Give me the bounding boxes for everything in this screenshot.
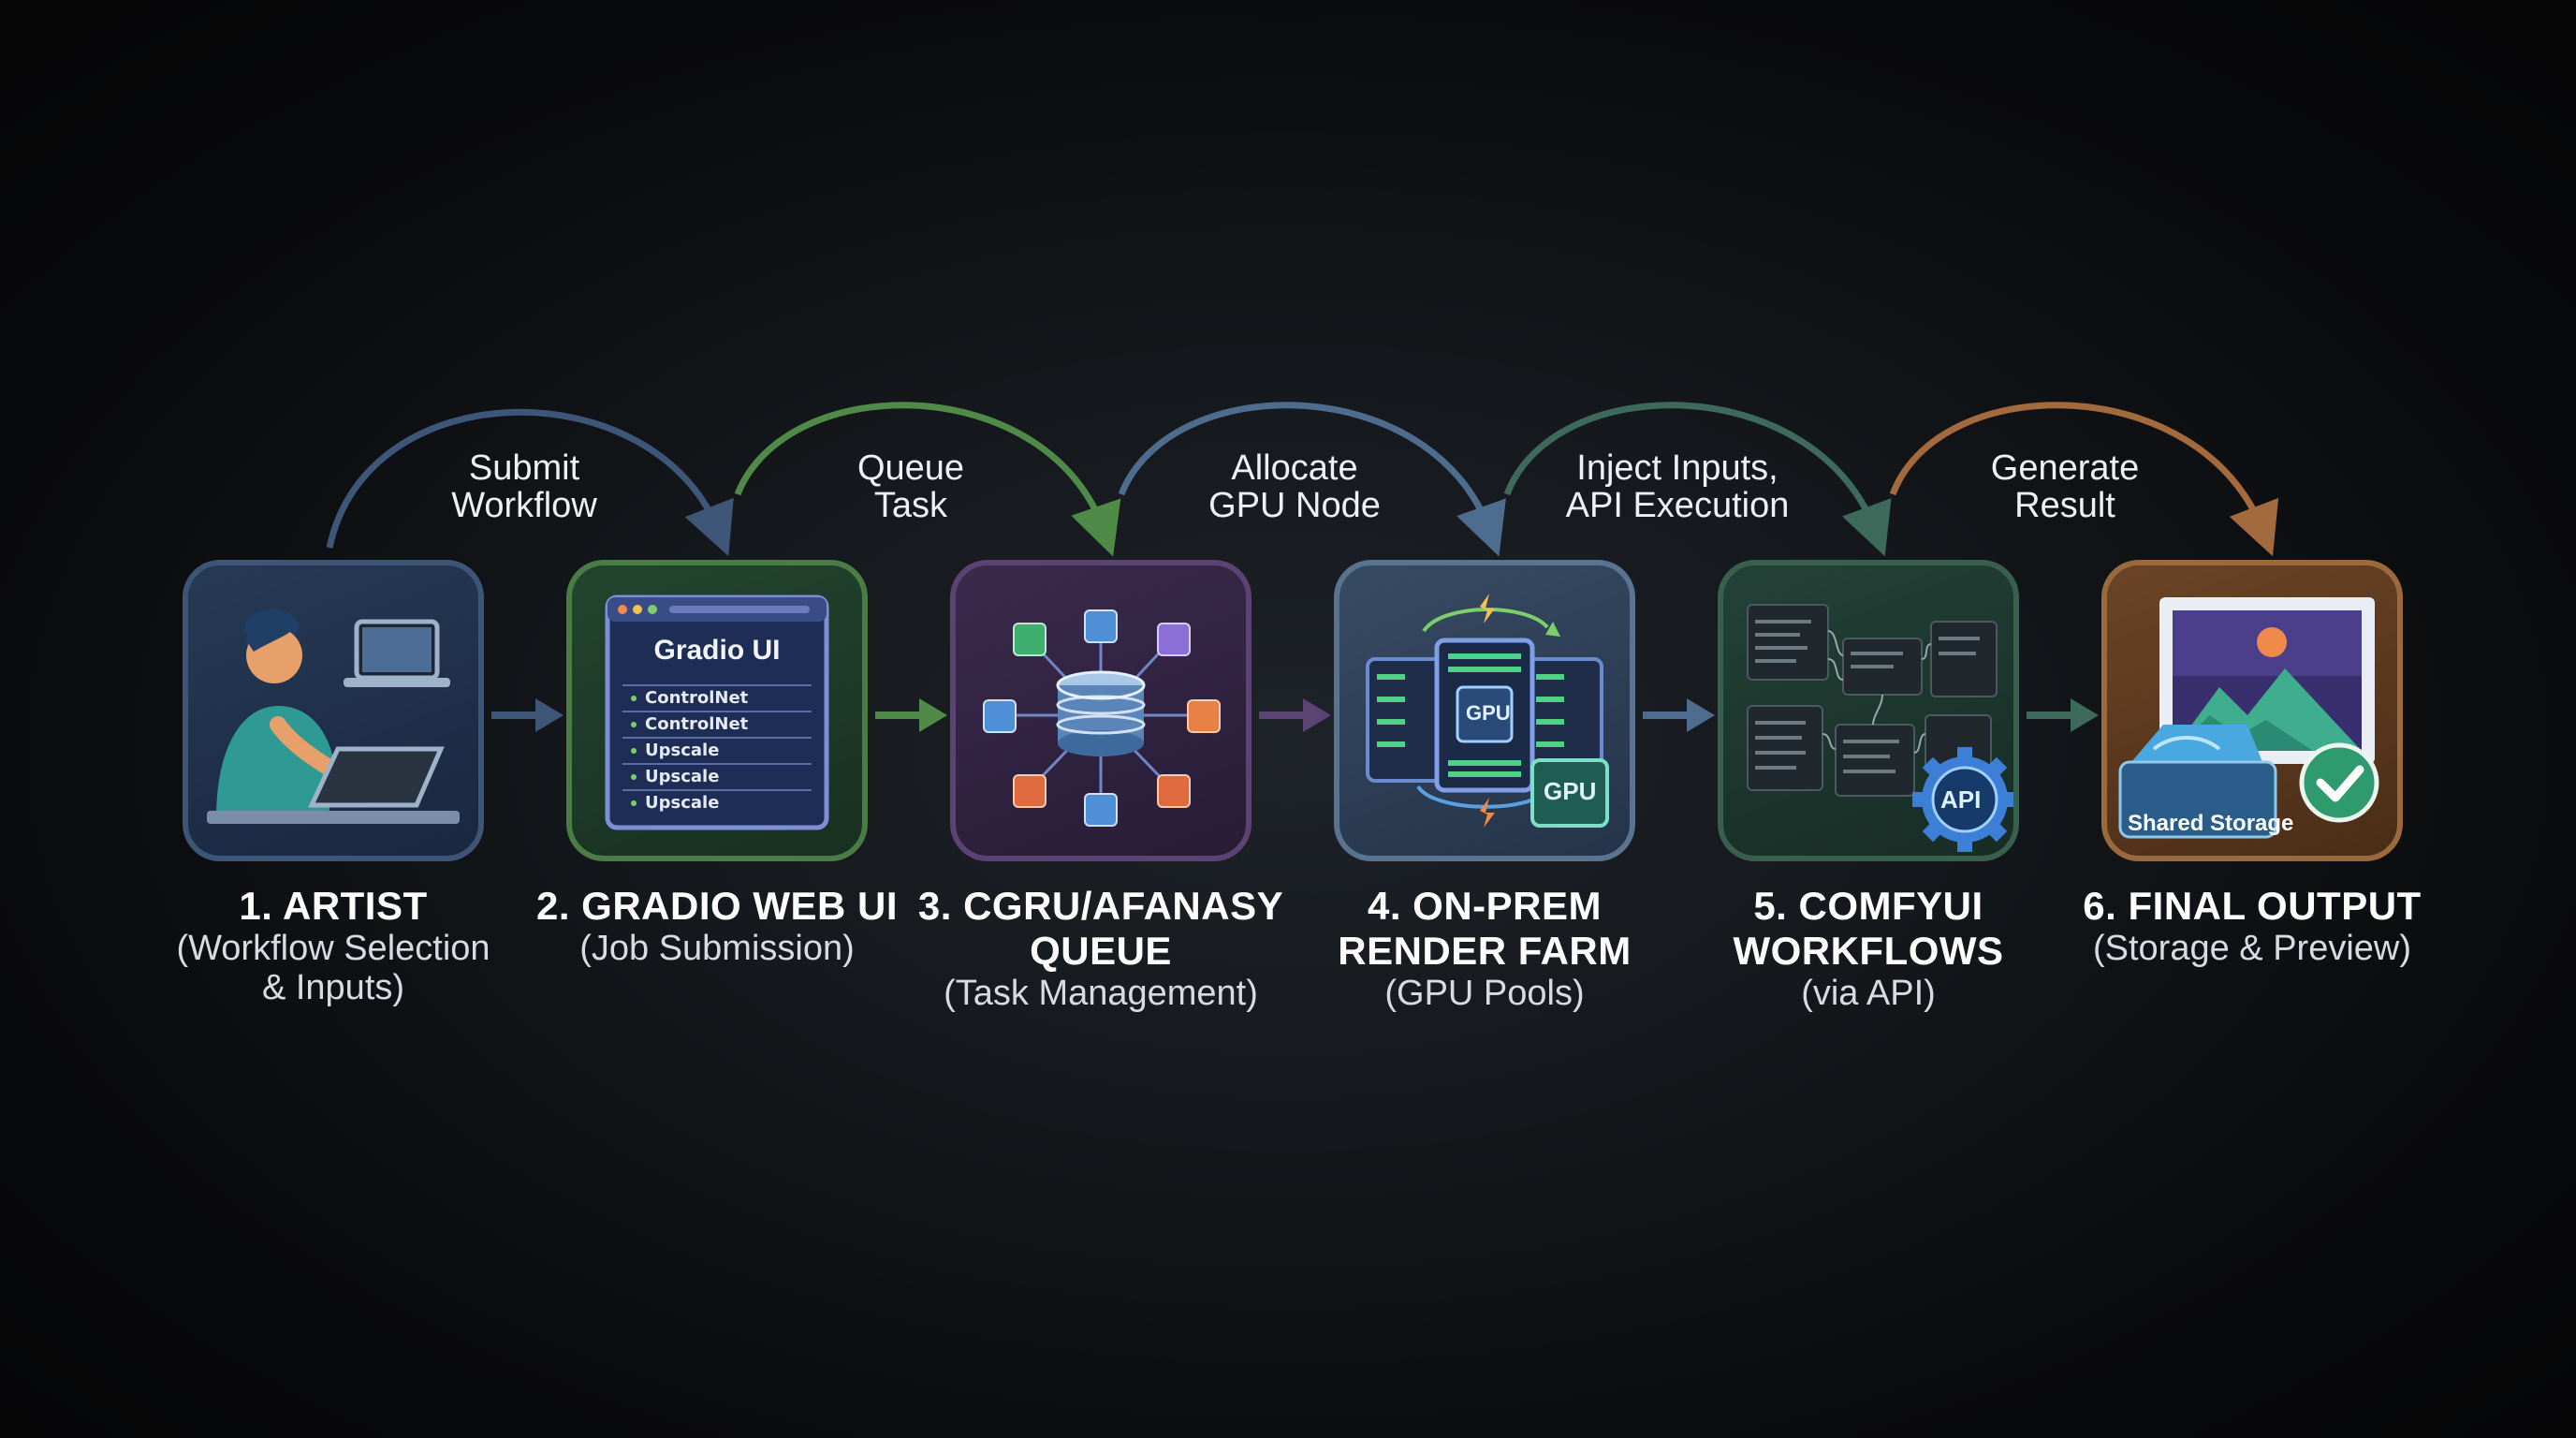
label-inject-inputs: Inject Inputs, API Execution	[1528, 449, 1827, 524]
gradio-option: Upscale	[645, 793, 719, 813]
stage-caption-final-output: 6. FINAL OUTPUT (Storage & Preview)	[2065, 884, 2439, 968]
stage-title: 4. ON-PREM RENDER FARM	[1297, 884, 1672, 974]
artist-tile	[183, 560, 484, 861]
label-submit-workflow: Submit Workflow	[374, 449, 674, 524]
stage-subtitle: (via API)	[1681, 974, 2056, 1013]
stage-caption-comfyui: 5. COMFYUI WORKFLOWS (via API)	[1681, 884, 2056, 1013]
final-output-tile: Shared Storage	[2101, 560, 2403, 861]
gpu-chip-label: GPU	[1466, 701, 1511, 726]
stage-subtitle: (Job Submission)	[530, 929, 904, 968]
stage-title: 2. GRADIO WEB UI	[530, 884, 904, 929]
stage-subtitle: (GPU Pools)	[1297, 974, 1672, 1013]
stage-title: 6. FINAL OUTPUT	[2065, 884, 2439, 929]
stage-subtitle: (Task Management)	[914, 974, 1288, 1013]
stage-caption-render-farm: 4. ON-PREM RENDER FARM (GPU Pools)	[1297, 884, 1672, 1013]
render-farm-tile: GPU GPU	[1334, 560, 1635, 861]
task-queue-icon	[956, 565, 1246, 856]
artist-drawing-icon	[188, 565, 478, 856]
stage-subtitle: (Workflow Selection & Inputs)	[146, 929, 520, 1007]
gradio-option: ControlNet	[645, 688, 748, 708]
stage-title: 1. ARTIST	[146, 884, 520, 929]
gradio-option: ControlNet	[645, 714, 748, 734]
queue-tile	[950, 560, 1251, 861]
gradio-tile: Gradio UI ControlNet ControlNet Upscale …	[566, 560, 868, 861]
label-generate-result: Generate Result	[1915, 449, 2215, 524]
stage-caption-gradio: 2. GRADIO WEB UI (Job Submission)	[530, 884, 904, 968]
shared-storage-label: Shared Storage	[2128, 811, 2293, 837]
stage-caption-artist: 1. ARTIST (Workflow Selection & Inputs)	[146, 884, 520, 1007]
label-queue-task: Queue Task	[761, 449, 1061, 524]
api-badge-label: API	[1940, 785, 1981, 814]
stage-subtitle: (Storage & Preview)	[2065, 929, 2439, 968]
gradio-ui-title: Gradio UI	[572, 635, 862, 667]
stage-title: 5. COMFYUI WORKFLOWS	[1681, 884, 2056, 974]
stage-title: 3. CGRU/AFANASY QUEUE	[914, 884, 1288, 974]
stage-caption-queue: 3. CGRU/AFANASY QUEUE (Task Management)	[914, 884, 1288, 1013]
gradio-option: Upscale	[645, 767, 719, 786]
gpu-badge-label: GPU	[1544, 777, 1596, 806]
label-allocate-gpu: Allocate GPU Node	[1145, 449, 1444, 524]
gradio-option: Upscale	[645, 741, 719, 760]
comfyui-tile: API	[1718, 560, 2019, 861]
